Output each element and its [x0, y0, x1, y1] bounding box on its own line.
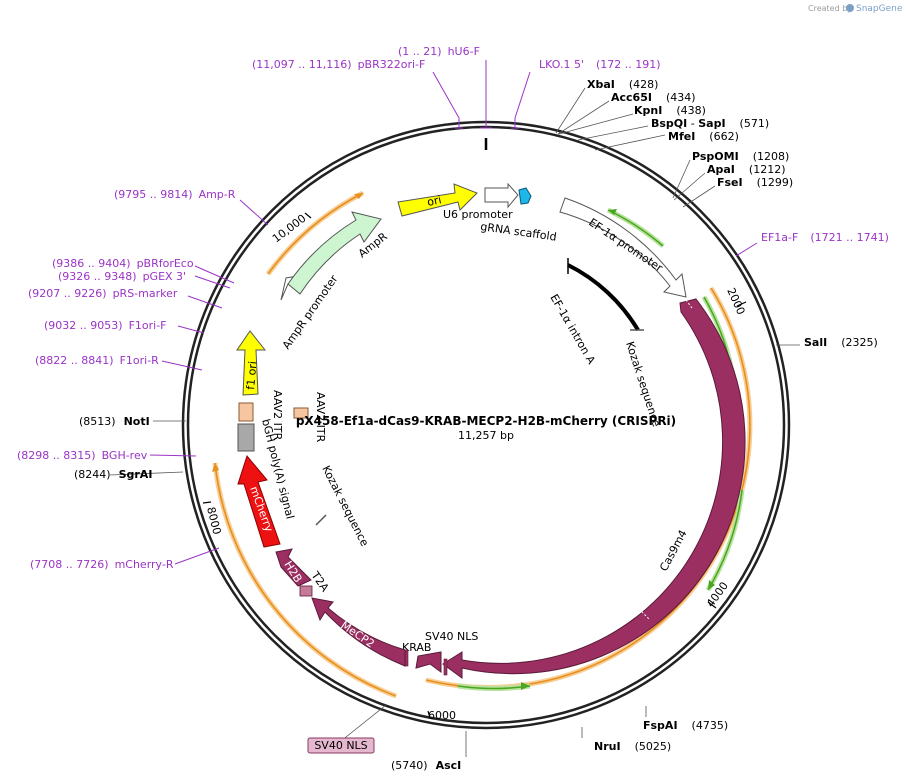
u6-promoter-label: U6 promoter	[443, 208, 513, 221]
tick-10000: 10,000	[270, 212, 309, 246]
aav2-itr-right-feature	[293, 407, 309, 419]
kozak-mark-lower	[315, 514, 327, 526]
primer-ef1af: EF1a-F(1721 .. 1741)	[761, 231, 889, 244]
f1-ori-feature	[236, 330, 267, 396]
primer-f1orif: (9032 .. 9053)F1ori-F	[44, 319, 167, 332]
plasmid-length: 11,257 bp	[458, 429, 514, 442]
enzyme-leader-lines-top	[109, 87, 800, 757]
sv40-nls-label: SV40 NLS	[425, 630, 478, 643]
primer-prsmarker: (9207 .. 9226)pRS-marker	[28, 287, 178, 300]
aav2-itr-left-feature	[238, 402, 254, 422]
ori-label: ori	[426, 193, 443, 209]
mecp2-label: MeCP2	[338, 619, 376, 651]
enzyme-mfei: MfeI(662)	[668, 130, 739, 143]
tick-4000: 4000	[704, 579, 731, 609]
primer-f1orir: (8822 .. 8841)F1ori-R	[35, 354, 159, 367]
mcherry-label: mCherry	[247, 485, 276, 535]
t2a-feature	[299, 585, 313, 597]
created-by-text: Created by	[808, 4, 852, 13]
enzyme-sali: SalI(2325)	[804, 336, 878, 349]
mcherry-feature	[237, 454, 281, 548]
aav2-itr-left-label: AAV2 ITR	[271, 390, 284, 441]
enzyme-sgrai: (8244)SgrAI	[74, 468, 152, 481]
snapgene-logo-icon	[846, 4, 854, 12]
enzyme-kpni: KpnI(438)	[634, 104, 706, 117]
krab-label: KRAB	[402, 641, 431, 654]
primer-pbrforeco: (9386 .. 9404)pBRforEco	[52, 257, 194, 270]
h2b-feature	[275, 548, 312, 587]
grna-scaffold-feature	[518, 187, 532, 205]
kozak-label-lower: Kozak sequence	[319, 463, 371, 548]
cas9m4-feature	[442, 298, 746, 679]
ampr-feature	[287, 211, 382, 295]
snapgene-brand-text: SnapGene	[856, 4, 903, 14]
primer-leader-lines	[149, 60, 758, 565]
ef1a-intron-feature	[567, 263, 640, 332]
tick-2000: 2000	[724, 286, 747, 317]
grna-scaffold-label: gRNA scaffold	[480, 220, 558, 244]
primer-hu6f: (1 .. 21)hU6-F	[398, 45, 480, 58]
krab-feature	[415, 651, 442, 673]
primer-pgex3: (9326 .. 9348)pGEX 3'	[58, 270, 186, 283]
enzyme-apai: ApaI(1212)	[707, 163, 785, 176]
enzyme-fsei: FseI(1299)	[717, 176, 793, 189]
enzyme-acc65i: Acc65I(434)	[611, 91, 696, 104]
ef1a-intron-label: EF-1α intron A	[547, 292, 598, 367]
enzyme-pspomi: PspOMI(1208)	[692, 150, 789, 163]
primer-mcherryr: (7708 .. 7726)mCherry-R	[30, 558, 174, 571]
ef1a-promoter-label: EF-1α promoter	[586, 216, 665, 275]
u6-promoter-feature	[484, 182, 519, 209]
sv40-nls-box-label: SV40 NLS	[314, 739, 367, 752]
ef1a-promoter-feature	[559, 197, 687, 298]
enzyme-noti: (8513)NotI	[79, 415, 150, 428]
primer-bghrev: (8298 .. 8315)BGH-rev	[17, 449, 148, 462]
f1-ori-label: f1 ori	[244, 361, 259, 391]
plasmid-title: pX458-Ef1a-dCas9-KRAB-MECP2-H2B-mCherry …	[296, 414, 676, 428]
ori-feature	[397, 183, 478, 217]
aav2-itr-right-label: AAV2 ITR	[314, 392, 327, 443]
enzyme-xbai: XbaI(428)	[587, 78, 658, 91]
bgh-polya-feature	[237, 423, 255, 452]
enzyme-fspai: FspAI(4735)	[643, 719, 728, 732]
primer-lko1: LKO.1 5'(172 .. 191)	[539, 58, 661, 71]
enzyme-nrui: NruI(5025)	[594, 740, 671, 753]
tick-6000: 6000	[428, 709, 456, 722]
mecp2-feature	[311, 597, 406, 667]
sv40-nls-mark-1	[443, 658, 448, 676]
primer-ampr: (9795 .. 9814)Amp-R	[114, 188, 236, 201]
enzyme-bspqi-sapi: BspQI - SapI(571)	[651, 117, 769, 130]
primer-pbr322ori: (11,097 .. 11,116)pBR322ori-F	[252, 58, 425, 71]
enzyme-asci: (5740)AscI	[391, 759, 461, 772]
sv40-nls-box	[307, 737, 375, 754]
